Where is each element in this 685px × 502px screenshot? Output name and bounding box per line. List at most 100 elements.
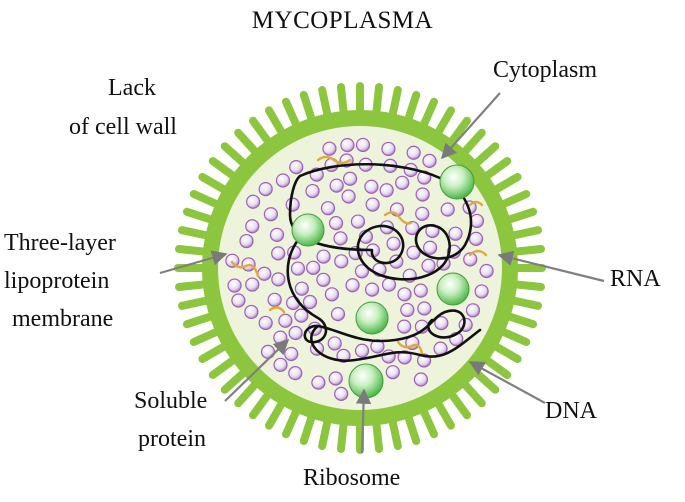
ribosome-sphere <box>355 301 389 335</box>
ribosome-label: Ribosome <box>303 465 401 491</box>
soluble-protein-dot <box>343 171 358 186</box>
rna-strand <box>468 200 484 207</box>
soluble-protein-dot <box>345 278 360 293</box>
soluble-protein-dot <box>474 284 489 299</box>
soluble-protein-dot <box>422 240 438 255</box>
soluble-protein-dot <box>327 336 342 351</box>
ribosome-sphere <box>439 164 475 200</box>
soluble-protein-dot <box>278 313 293 328</box>
soluble-protein-dot <box>329 178 344 193</box>
soluble-protein-dot <box>415 206 430 221</box>
soluble-protein-dot <box>397 319 412 334</box>
soluble-protein-dot <box>267 292 282 307</box>
soluble-protein-dot <box>365 197 380 212</box>
soluble-protein-dot <box>465 303 481 318</box>
soluble-protein-dot <box>448 226 463 241</box>
soluble-protein-dot <box>290 261 306 276</box>
soluble-protein-dot <box>294 281 309 296</box>
rna-group <box>230 155 488 356</box>
ribosome-sphere <box>436 272 470 306</box>
soluble-protein-dot <box>413 283 428 298</box>
soluble-protein-label-line1: Soluble <box>134 388 208 414</box>
soluble-protein-dot <box>257 266 272 281</box>
soluble-protein-dot <box>341 189 356 204</box>
soluble-protein-dot <box>354 343 370 358</box>
soluble-protein-label-line2: protein <box>138 426 206 452</box>
rna-strand <box>230 260 260 278</box>
ribosome-sphere <box>348 363 384 399</box>
soluble-protein-dot <box>305 183 320 199</box>
dna-strand <box>286 162 482 362</box>
soluble-protein-dot <box>288 325 303 341</box>
cytoplasm-arrow <box>440 92 501 160</box>
soluble-protein-dot <box>320 201 336 216</box>
soluble-protein-dot <box>386 236 401 251</box>
soluble-protein-dot <box>463 252 478 267</box>
soluble-protein-dot <box>263 207 279 222</box>
membrane-arrow <box>159 250 228 275</box>
soluble-protein-dot <box>289 159 304 175</box>
soluble-protein-dot <box>239 233 254 249</box>
soluble-protein-dot <box>440 202 455 217</box>
soluble-protein-dot <box>258 181 273 197</box>
soluble-protein-dot <box>381 277 397 292</box>
soluble-protein-dot <box>328 216 344 231</box>
soluble-protein-dot <box>333 231 348 246</box>
rna-strand <box>468 249 488 257</box>
soluble-protein-dot <box>245 219 260 234</box>
lack-of-cell-wall-label-line2: of cell wall <box>69 114 177 140</box>
soluble-protein-dot <box>334 386 349 401</box>
soluble-protein-dot <box>273 357 288 372</box>
soluble-protein-dot <box>385 365 400 380</box>
soluble-protein-dot <box>330 306 346 322</box>
soluble-protein-dot <box>354 264 370 279</box>
dna-label: DNA <box>545 398 597 424</box>
soluble-protein-dot <box>350 214 366 229</box>
soluble-protein-dot <box>413 372 429 387</box>
soluble-protein-dot <box>271 272 286 287</box>
rna-strand <box>383 211 413 225</box>
soluble-protein-dot <box>316 249 331 264</box>
soluble-protein-dot <box>316 272 331 287</box>
soluble-protein-dot <box>245 277 260 292</box>
membrane-label-line2: lipoprotein <box>4 268 110 294</box>
soluble-protein-dot <box>479 263 494 279</box>
ribosome-sphere <box>291 213 325 247</box>
soluble-protein-dot <box>422 153 437 169</box>
soluble-protein-dot <box>244 304 259 320</box>
membrane-label-line1: Three-layer <box>4 230 116 256</box>
soluble-protein-dot <box>231 293 246 308</box>
soluble-protein-dot <box>311 375 326 390</box>
soluble-protein-dot <box>397 350 412 365</box>
soluble-protein-dot <box>406 245 421 260</box>
soluble-protein-dot <box>400 302 415 318</box>
diagram-title: MYCOPLASMA <box>251 7 434 34</box>
soluble-protein-dot <box>258 315 273 331</box>
ribosome-arrow <box>355 388 372 454</box>
lack-of-cell-wall-label-line1: Lack <box>108 75 156 101</box>
rna-strand <box>396 340 424 356</box>
soluble-protein-dot <box>468 231 484 246</box>
soluble-protein-dot <box>417 301 432 316</box>
soluble-protein-dot <box>340 137 355 153</box>
soluble-protein-dot <box>397 287 412 302</box>
soluble-protein-dot <box>284 346 299 362</box>
soluble-protein-dot <box>306 260 321 275</box>
cytoplasm-label: Cytoplasm <box>493 57 598 83</box>
soluble-protein-dot <box>328 371 343 386</box>
soluble-protein-dot <box>294 308 309 323</box>
soluble-protein-dot <box>302 294 318 310</box>
rna-strand <box>316 155 352 165</box>
soluble-protein-dot <box>434 316 449 331</box>
soluble-protein-arrow <box>224 338 290 402</box>
soluble-protein-dot <box>381 141 396 157</box>
soluble-protein-dot <box>421 258 436 273</box>
soluble-protein-dot <box>379 183 394 198</box>
membrane-label-line3: membrane <box>12 306 114 332</box>
soluble-protein-dot <box>246 194 261 209</box>
soluble-protein-dot <box>271 246 286 261</box>
soluble-protein-dot <box>324 287 340 302</box>
soluble-protein-dot <box>406 145 421 160</box>
soluble-protein-dot <box>355 137 371 153</box>
